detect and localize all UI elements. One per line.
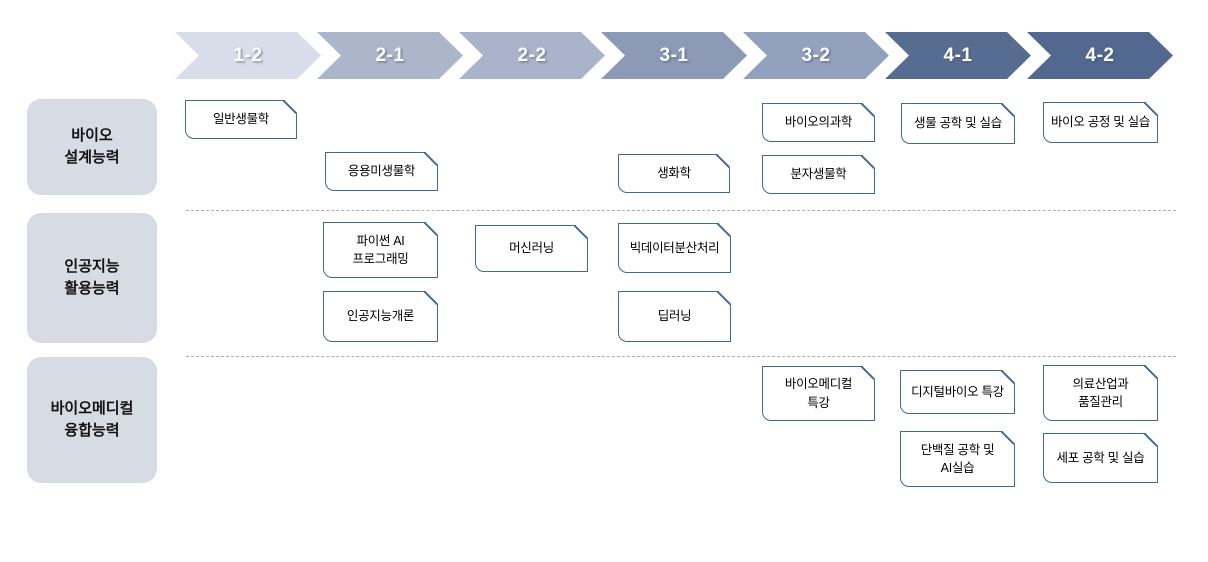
semester-label: 3-2 [801, 44, 831, 66]
course-bioengineering-practice: 생물 공학 및 실습 [901, 102, 1016, 144]
semester-label: 2-1 [375, 44, 405, 66]
course-bigdata-distributed-processing: 빅데이터분산처리 [618, 222, 732, 273]
semester-label: 2-2 [517, 44, 547, 66]
semester-arrow-2-1: 2-1 [317, 32, 463, 79]
semester-arrow-4-2: 4-2 [1027, 32, 1173, 79]
semester-label: 4-2 [1085, 44, 1115, 66]
semester-label: 1-2 [233, 44, 263, 66]
semester-arrow-1-2: 1-2 [175, 32, 321, 79]
semester-label: 3-1 [659, 44, 689, 66]
course-intro-artificial-intelligence: 인공지능개론 [323, 290, 439, 342]
semester-arrow-3-1: 3-1 [601, 32, 747, 79]
course-machine-learning: 머신러닝 [475, 224, 589, 272]
row-divider-2 [186, 356, 1176, 357]
category-bio-design: 바이오 설계능력 [27, 99, 157, 195]
course-cell-engineering-practice: 세포 공학 및 실습 [1043, 432, 1159, 483]
course-bio-medical-science: 바이오의과학 [762, 102, 876, 142]
course-deep-learning: 딥러닝 [618, 290, 732, 342]
course-medical-industry-quality-management: 의료산업과 품질관리 [1043, 364, 1159, 421]
semester-arrow-4-1: 4-1 [885, 32, 1031, 79]
course-biomedical-special-lecture: 바이오메디컬 특강 [762, 365, 876, 421]
course-molecular-biology: 분자생물학 [762, 154, 876, 194]
row-divider-1 [186, 210, 1176, 211]
course-digital-bio-special-lecture: 디지털바이오 특강 [900, 369, 1016, 414]
semester-arrow-2-2: 2-2 [459, 32, 605, 79]
semester-arrow-3-2: 3-2 [743, 32, 889, 79]
course-biochemistry: 생화학 [618, 153, 731, 193]
course-python-ai-programming: 파이썬 AI 프로그래밍 [323, 221, 439, 278]
category-biomedical-convergence: 바이오메디컬 융합능력 [27, 357, 157, 483]
course-applied-microbiology: 응용미생물학 [325, 151, 439, 191]
semester-label: 4-1 [943, 44, 973, 66]
course-general-biology: 일반생물학 [185, 99, 298, 139]
course-protein-engineering-ai-practice: 단백질 공학 및 AI실습 [900, 430, 1016, 487]
category-ai-utilization: 인공지능 활용능력 [27, 213, 157, 343]
course-bioprocess-practice: 바이오 공정 및 실습 [1043, 101, 1159, 143]
